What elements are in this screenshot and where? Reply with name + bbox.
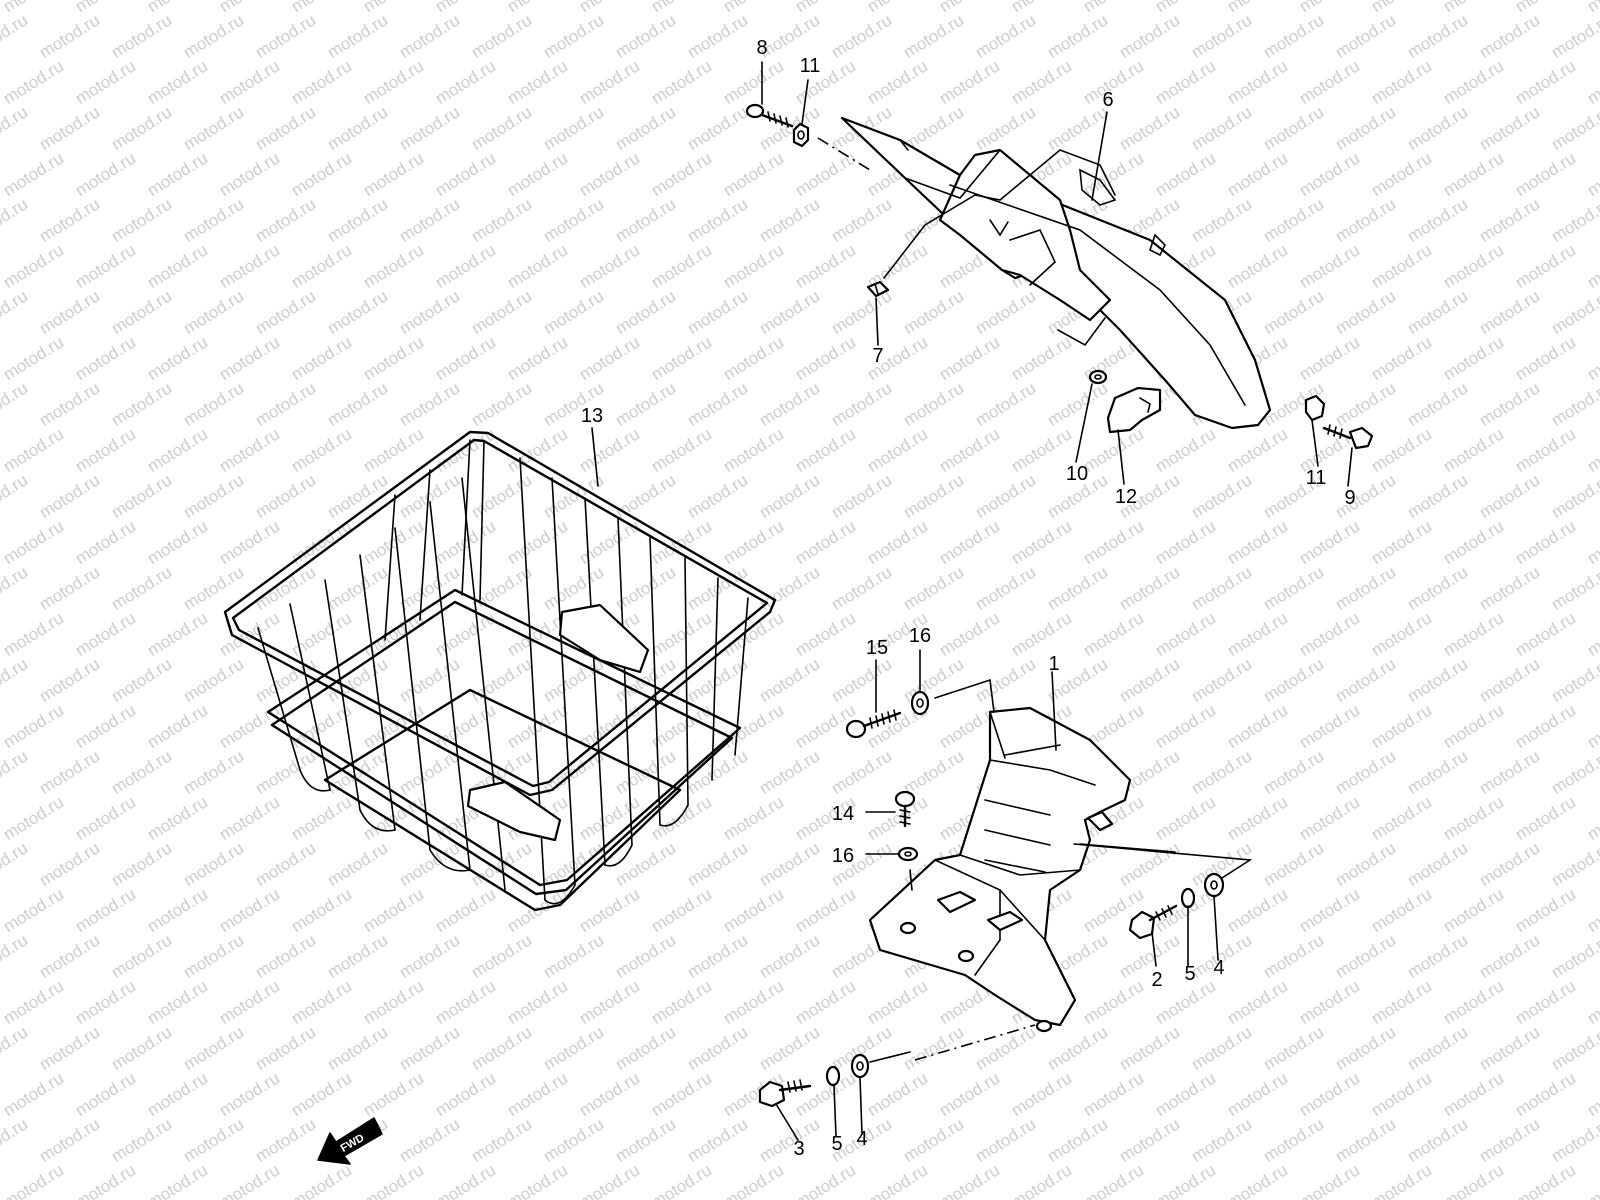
callout-16-upper: 16 xyxy=(909,625,931,647)
callout-5-right: 5 xyxy=(1184,963,1195,985)
callout-14: 14 xyxy=(832,803,854,825)
fender-nut-11-upper xyxy=(792,122,810,148)
bracket-lockwasher-5-right xyxy=(1180,887,1196,909)
callout-15: 15 xyxy=(866,637,888,659)
callout-16-lower: 16 xyxy=(832,845,854,867)
bracket-bolt-15 xyxy=(845,709,902,739)
basket-bracket xyxy=(868,706,1132,1033)
callout-4-right: 4 xyxy=(1213,957,1224,979)
right-bolt-leader-2 xyxy=(1079,843,1176,853)
fender-clip-7 xyxy=(866,280,890,298)
right-bolt-leader xyxy=(1073,843,1253,879)
callout-11-lower: 11 xyxy=(1306,467,1327,489)
upper-bolt-leader xyxy=(934,678,995,713)
fender-nut-11-lower xyxy=(1304,394,1326,422)
callout-10: 10 xyxy=(1066,463,1088,485)
callout-3: 3 xyxy=(793,1138,804,1160)
bracket-washer-16-lower xyxy=(897,846,919,862)
bracket-washer-16-upper xyxy=(910,690,930,716)
callout-5-bottom: 5 xyxy=(831,1133,842,1155)
callout-6: 6 xyxy=(1102,89,1113,111)
fender-bolt-8 xyxy=(745,103,794,128)
callout-13: 13 xyxy=(581,405,603,427)
bracket-washer-4-right xyxy=(1203,872,1225,898)
callout-8: 8 xyxy=(756,37,767,59)
callout-numbers: 1 2 3 4 4 5 5 6 7 8 9 10 11 11 12 13 14 … xyxy=(581,37,1356,1160)
bracket-lockwasher-5-bottom xyxy=(825,1065,841,1087)
callout-9: 9 xyxy=(1344,487,1355,509)
callout-11-upper: 11 xyxy=(800,55,821,77)
bottom-bolt-leader xyxy=(869,1051,911,1063)
callout-7: 7 xyxy=(872,345,883,367)
bracket-bolt-3 xyxy=(758,1079,812,1108)
fender-bolt-line xyxy=(817,137,871,171)
bracket-bolt-2 xyxy=(1128,904,1178,940)
fwd-arrow-icon: FWD xyxy=(317,1117,383,1165)
clip-leader xyxy=(883,194,976,279)
callout-leaders xyxy=(591,61,1353,1141)
callout-4-bottom: 4 xyxy=(856,1128,867,1150)
washer-down-leader xyxy=(909,869,913,891)
callout-1: 1 xyxy=(1048,653,1059,675)
callout-12: 12 xyxy=(1115,486,1137,508)
bracket-screw-14 xyxy=(894,790,916,828)
front-fender xyxy=(840,116,1272,434)
basket xyxy=(223,430,777,912)
callout-2: 2 xyxy=(1151,969,1162,991)
bracket-washer-4-bottom xyxy=(850,1053,870,1079)
bottom-bolt-line xyxy=(914,1024,1036,1061)
stay-leader xyxy=(1057,317,1106,347)
fender-bolt-9 xyxy=(1322,424,1374,450)
